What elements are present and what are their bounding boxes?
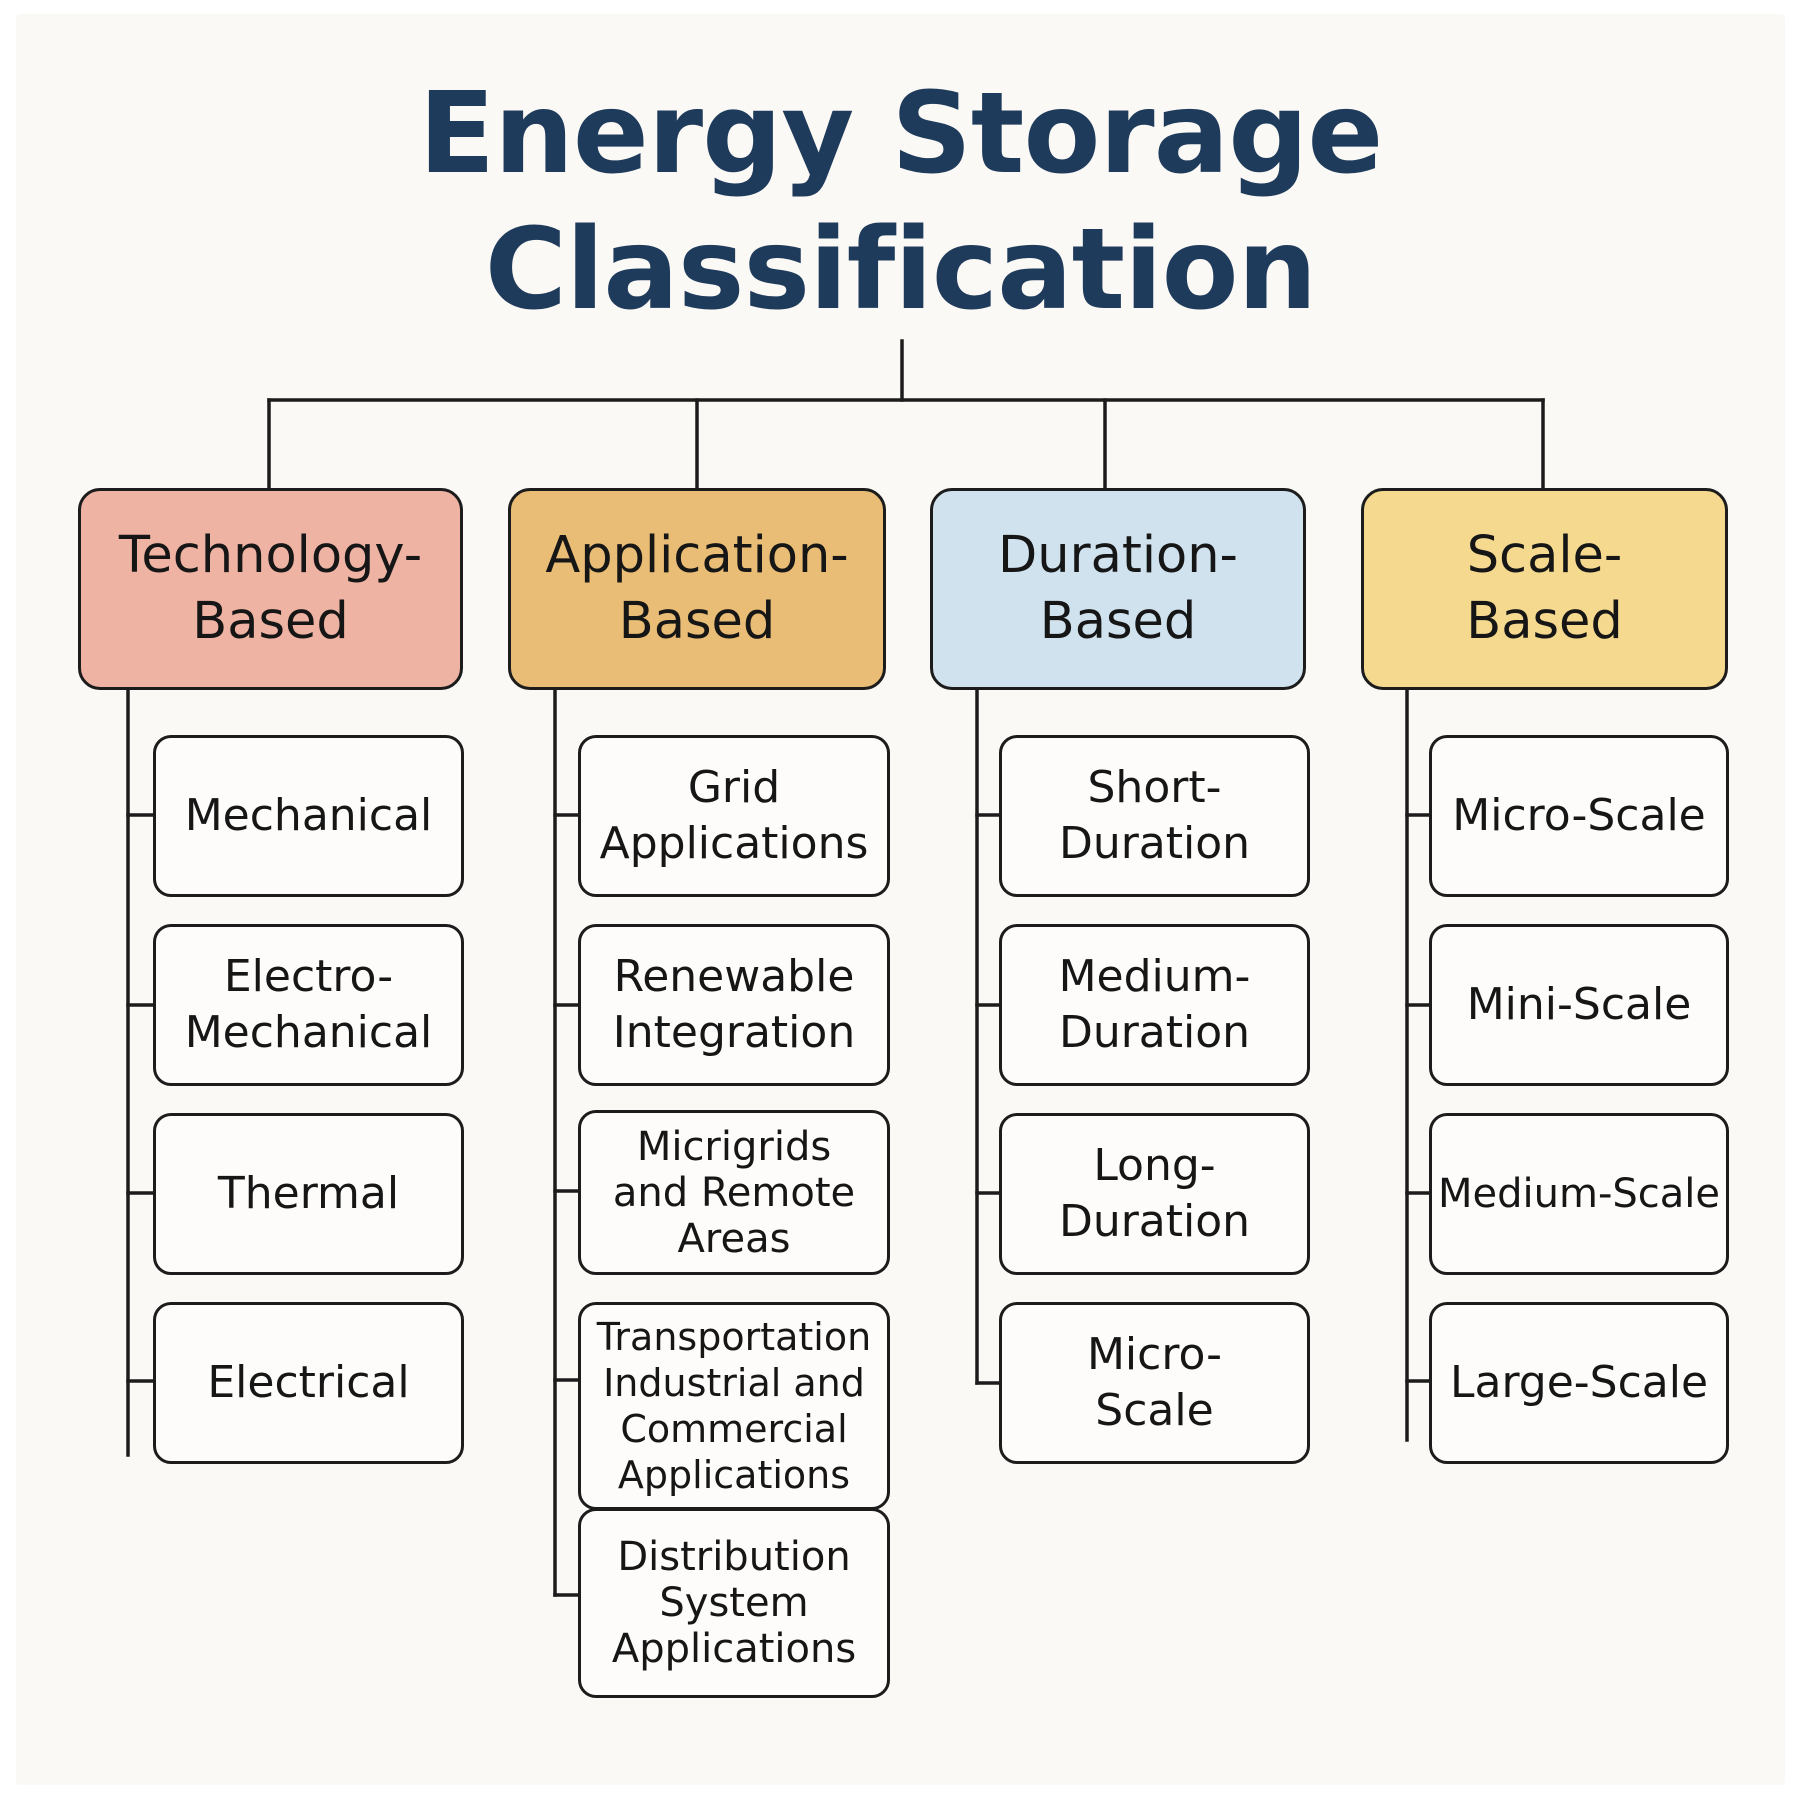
header-application-based: Application- Based bbox=[508, 488, 886, 690]
item-medium-scale: Medium-Scale bbox=[1429, 1113, 1729, 1275]
item-transportation-industrial-commercial: Transportation Industrial and Commercial… bbox=[578, 1302, 890, 1510]
item-medium-duration: Medium- Duration bbox=[999, 924, 1310, 1086]
item-large-scale: Large-Scale bbox=[1429, 1302, 1729, 1464]
diagram-title: Energy Storage Classification bbox=[0, 66, 1801, 338]
header-duration-based: Duration- Based bbox=[930, 488, 1306, 690]
diagram-background bbox=[16, 14, 1785, 1785]
item-long-duration: Long- Duration bbox=[999, 1113, 1310, 1275]
header-technology-label: Technology- Based bbox=[118, 526, 423, 651]
item-electro-mechanical: Electro- Mechanical bbox=[153, 924, 464, 1086]
item-short-duration: Short- Duration bbox=[999, 735, 1310, 897]
item-electrical: Electrical bbox=[153, 1302, 464, 1464]
item-microgrids-remote-areas: Micrigrids and Remote Areas bbox=[578, 1110, 890, 1275]
item-micro-scale: Micro-Scale bbox=[1429, 735, 1729, 897]
item-mini-scale: Mini-Scale bbox=[1429, 924, 1729, 1086]
title-line-2: Classification bbox=[484, 205, 1318, 335]
item-thermal: Thermal bbox=[153, 1113, 464, 1275]
header-application-label: Application- Based bbox=[545, 526, 849, 651]
header-scale-based: Scale- Based bbox=[1361, 488, 1728, 690]
item-grid-applications: Grid Applications bbox=[578, 735, 890, 897]
item-distribution-system-applications: Distribution System Applications bbox=[578, 1508, 890, 1698]
item-renewable-integration: Renewable Integration bbox=[578, 924, 890, 1086]
header-duration-label: Duration- Based bbox=[998, 526, 1238, 651]
title-line-1: Energy Storage bbox=[418, 69, 1384, 199]
item-mechanical: Mechanical bbox=[153, 735, 464, 897]
header-technology-based: Technology- Based bbox=[78, 488, 463, 690]
header-scale-label: Scale- Based bbox=[1466, 526, 1623, 651]
item-micro-scale-duration: Micro- Scale bbox=[999, 1302, 1310, 1464]
